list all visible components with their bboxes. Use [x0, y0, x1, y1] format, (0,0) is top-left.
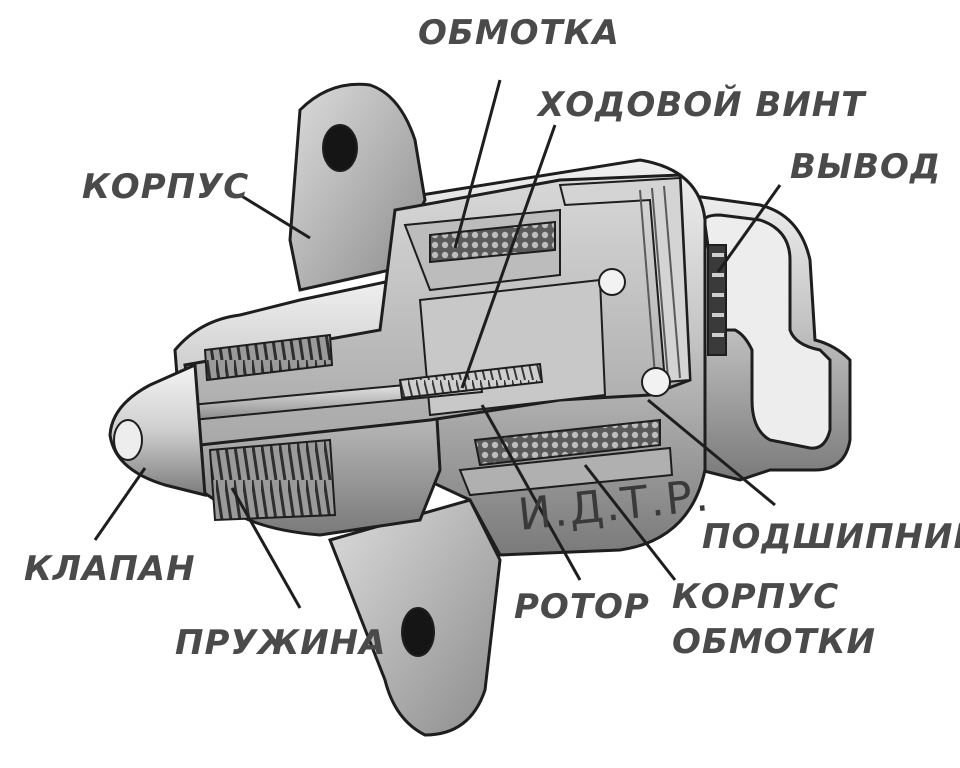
label-valve: КЛАПАН	[24, 549, 196, 589]
spring-coils-upper	[203, 333, 334, 382]
bearing-lower	[641, 367, 671, 397]
leader-lead-screw	[460, 124, 557, 389]
lower-flange-hole	[401, 607, 435, 657]
leader-rotor	[480, 404, 582, 581]
winding-housing-lower	[458, 446, 674, 497]
label-bearing: ПОДШИПНИК	[702, 517, 960, 557]
leader-winding	[453, 79, 502, 249]
label-terminal: ВЫВОД	[790, 147, 942, 187]
bearing-upper	[598, 268, 626, 296]
connector-pins	[707, 244, 727, 356]
label-rotor: РОТОР	[514, 587, 650, 627]
spring-coils	[208, 438, 337, 522]
label-housing: КОРПУС	[82, 167, 250, 207]
leader-lines	[93, 79, 782, 609]
label-winding: ОБМОТКА	[418, 13, 620, 53]
leader-housing	[239, 193, 311, 240]
label-winding-housing-line1: КОРПУС	[672, 577, 840, 617]
leader-bearing	[647, 398, 776, 507]
leader-spring	[230, 487, 302, 609]
winding-coil-upper	[429, 220, 556, 264]
leader-terminal	[716, 184, 782, 273]
upper-flange-hole	[322, 124, 358, 172]
label-lead-screw: ХОДОВОЙ ВИНТ	[538, 85, 866, 125]
connector-socket	[702, 213, 832, 450]
label-spring: ПРУЖИНА	[175, 623, 387, 663]
label-winding-housing-line2: ОБМОТКИ	[672, 622, 876, 662]
winding-coil-lower	[473, 418, 661, 467]
lead-screw-thread	[398, 362, 544, 400]
leader-winding-housing	[583, 464, 677, 581]
leader-valve	[93, 467, 147, 541]
